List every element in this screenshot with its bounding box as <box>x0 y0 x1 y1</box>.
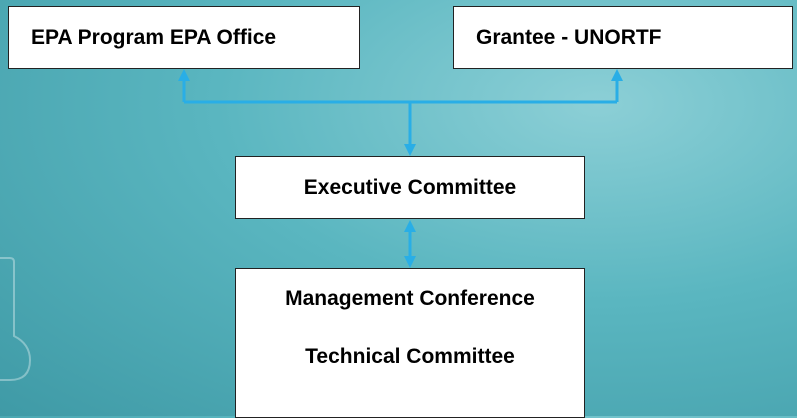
arrowhead-executive-bottom <box>404 220 416 232</box>
node-epa-label: EPA Program EPA Office <box>31 25 277 49</box>
node-grantee-label: Grantee - UNORTF <box>476 25 662 49</box>
node-epa-program: EPA Program EPA Office <box>8 6 360 69</box>
arrowhead-executive-top <box>404 144 416 156</box>
arrowhead-epa <box>178 69 190 81</box>
node-technical-label: Technical Committee <box>305 345 515 368</box>
node-executive-committee: Executive Committee <box>235 156 585 219</box>
arrowhead-management <box>404 256 416 268</box>
node-management-conference: Management Conference Technical Committe… <box>235 268 585 418</box>
node-management-label: Management Conference <box>285 287 535 310</box>
arrowhead-grantee <box>611 69 623 81</box>
node-executive-label: Executive Committee <box>303 175 517 199</box>
node-grantee: Grantee - UNORTF <box>453 6 793 69</box>
background-shape <box>0 257 32 381</box>
